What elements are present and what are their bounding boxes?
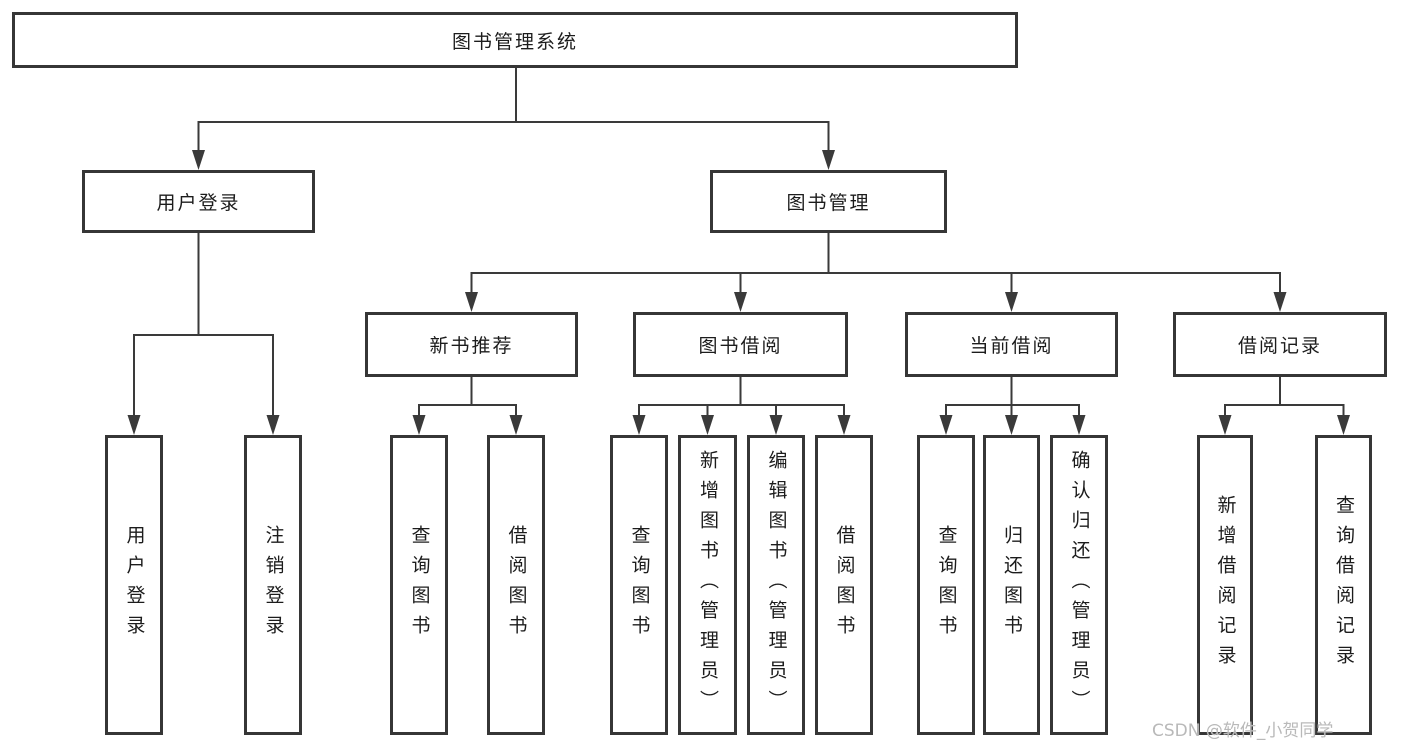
leaf-query-books-recommend: 查询图书 [390, 435, 448, 735]
node-book-management: 图书管理 [710, 170, 947, 233]
leaf-user-login-label: 用户登录 [123, 525, 146, 645]
node-book-borrow: 图书借阅 [633, 312, 848, 377]
node-root: 图书管理系统 [12, 12, 1018, 68]
leaf-borrow-books-recommend-label: 借阅图书 [505, 525, 528, 645]
leaf-edit-book-admin-label: 编辑图书（管理员） [765, 450, 788, 720]
leaf-confirm-return-admin: 确认归还（管理员） [1050, 435, 1108, 735]
connector-book-management-children [470, 233, 1281, 294]
leaf-return-book: 归还图书 [983, 435, 1040, 735]
leaf-query-books-borrow-label: 查询图书 [628, 525, 651, 645]
csdn-watermark: CSDN @软件_小贺同学 [1152, 721, 1334, 741]
node-new-book-recommend-label: 新书推荐 [429, 335, 514, 357]
node-borrow-records: 借阅记录 [1173, 312, 1387, 377]
leaf-query-books-current-label: 查询图书 [935, 525, 958, 645]
leaf-logout-label: 注销登录 [262, 525, 285, 645]
leaf-borrow-books: 借阅图书 [815, 435, 873, 735]
connector-borrow-records-children [1224, 377, 1345, 417]
node-book-management-label: 图书管理 [786, 192, 871, 214]
connector-book-borrow-children [638, 377, 845, 417]
leaf-add-borrow-record: 新增借阅记录 [1197, 435, 1253, 735]
leaf-add-book-admin-label: 新增图书（管理员） [697, 450, 719, 720]
connector-new-book-recommend-children [418, 377, 517, 417]
leaf-query-books-recommend-label: 查询图书 [408, 525, 431, 645]
leaf-return-book-label: 归还图书 [1001, 525, 1023, 645]
leaf-add-borrow-record-label: 新增借阅记录 [1214, 495, 1237, 675]
leaf-borrow-books-recommend: 借阅图书 [487, 435, 545, 735]
leaf-logout: 注销登录 [244, 435, 302, 735]
leaf-query-books-borrow: 查询图书 [610, 435, 668, 735]
leaf-confirm-return-admin-label: 确认归还（管理员） [1068, 450, 1091, 720]
node-current-borrow: 当前借阅 [905, 312, 1118, 377]
leaf-query-books-current: 查询图书 [917, 435, 975, 735]
leaf-add-book-admin: 新增图书（管理员） [678, 435, 737, 735]
node-current-borrow-label: 当前借阅 [969, 335, 1054, 357]
node-root-label: 图书管理系统 [451, 30, 578, 53]
leaf-edit-book-admin: 编辑图书（管理员） [747, 435, 805, 735]
node-book-borrow-label: 图书借阅 [698, 335, 783, 357]
leaf-query-borrow-record-label: 查询借阅记录 [1333, 495, 1355, 675]
connector-user-login-children [133, 233, 274, 417]
node-user-login-label: 用户登录 [156, 192, 241, 214]
connector-root-to-level1 [197, 68, 830, 152]
leaf-query-borrow-record: 查询借阅记录 [1315, 435, 1372, 735]
leaf-user-login: 用户登录 [105, 435, 163, 735]
node-borrow-records-label: 借阅记录 [1237, 335, 1322, 357]
leaf-borrow-books-label: 借阅图书 [833, 525, 856, 645]
node-user-login: 用户登录 [82, 170, 315, 233]
node-new-book-recommend: 新书推荐 [365, 312, 578, 377]
connector-current-borrow-children [945, 377, 1080, 417]
